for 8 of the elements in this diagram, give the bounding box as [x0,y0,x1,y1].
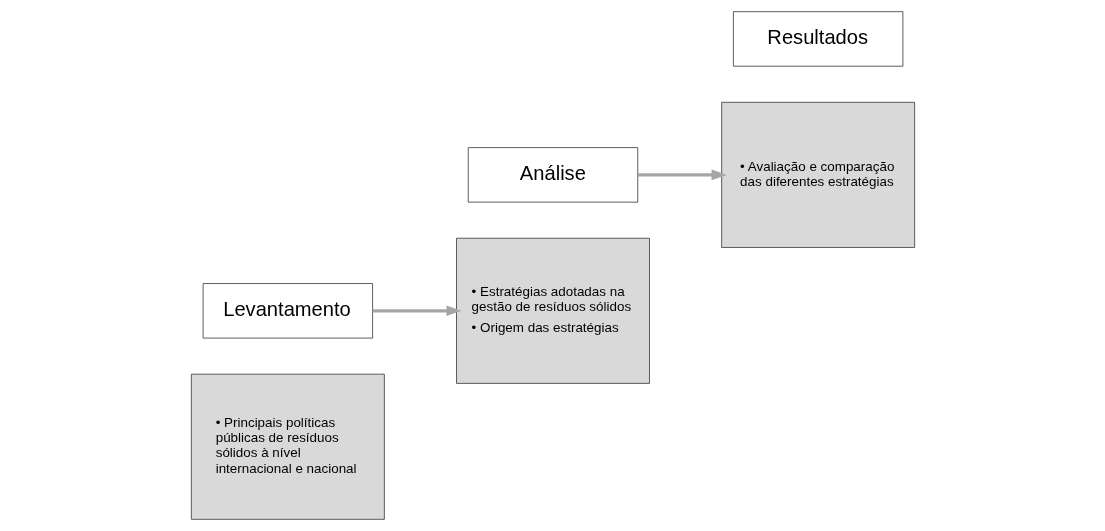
node-box: • Estratégias adotadas na gestão de resíduos sólidos • Origem das estratégias [455,237,650,384]
node-box: Análise [467,147,638,203]
node-box: • Avaliação e comparação das diferentes estratégias [720,101,915,248]
node-box: • Principais políticas públicas de resíduos sólidos à nível internacional e nacional [190,373,385,520]
arrow [637,169,727,181]
node-box: Resultados [732,11,903,67]
node-box: Levantamento [202,283,373,339]
arrow [372,305,462,317]
